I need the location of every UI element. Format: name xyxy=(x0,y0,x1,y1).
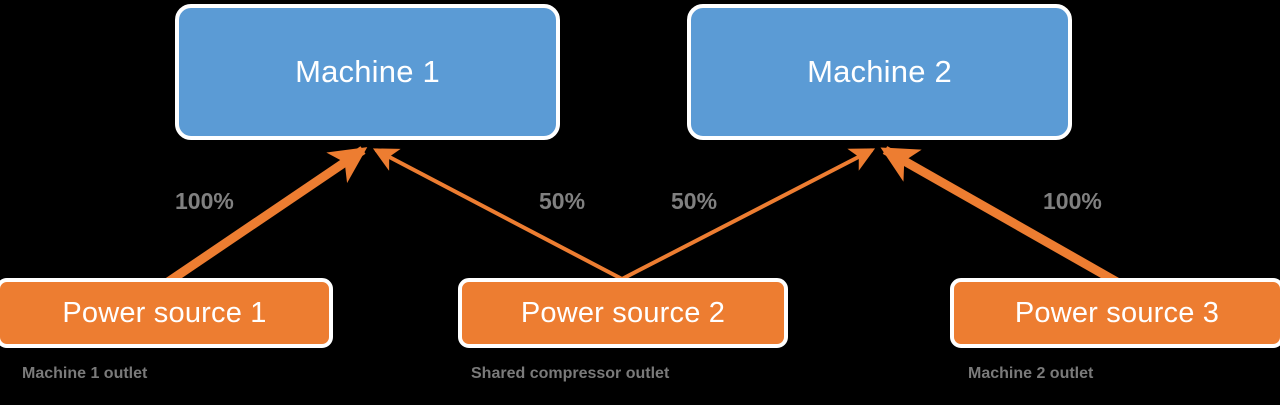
caption-power-source-1: Machine 1 outlet xyxy=(22,365,148,382)
node-power-source-2[interactable]: Power source 2 xyxy=(458,278,788,348)
node-machine-1[interactable]: Machine 1 xyxy=(175,4,560,140)
edge-ps3-to-m2 xyxy=(880,146,1120,286)
node-power-source-1-label: Power source 1 xyxy=(62,296,267,329)
edge-label-ps1-to-m1: 100% xyxy=(175,188,234,214)
caption-power-source-2: Shared compressor outlet xyxy=(471,365,670,382)
node-power-source-1[interactable]: Power source 1 xyxy=(0,278,333,348)
edge-ps2-to-m2 xyxy=(621,148,876,281)
edge-label-ps2-to-m2: 50% xyxy=(671,188,718,214)
node-machine-2-label: Machine 2 xyxy=(807,54,952,89)
node-machine-2[interactable]: Machine 2 xyxy=(687,4,1072,140)
edge-ps1-to-m1 xyxy=(165,146,368,286)
node-power-source-3[interactable]: Power source 3 xyxy=(950,278,1280,348)
node-power-source-2-label: Power source 2 xyxy=(520,296,726,329)
edge-ps2-to-m1 xyxy=(372,148,623,281)
node-power-source-3-label: Power source 3 xyxy=(1014,296,1220,329)
edge-label-ps2-to-m1: 50% xyxy=(539,188,586,214)
edge-label-ps3-to-m2: 100% xyxy=(1043,188,1102,214)
caption-power-source-3: Machine 2 outlet xyxy=(968,365,1094,382)
node-machine-1-label: Machine 1 xyxy=(295,54,440,89)
